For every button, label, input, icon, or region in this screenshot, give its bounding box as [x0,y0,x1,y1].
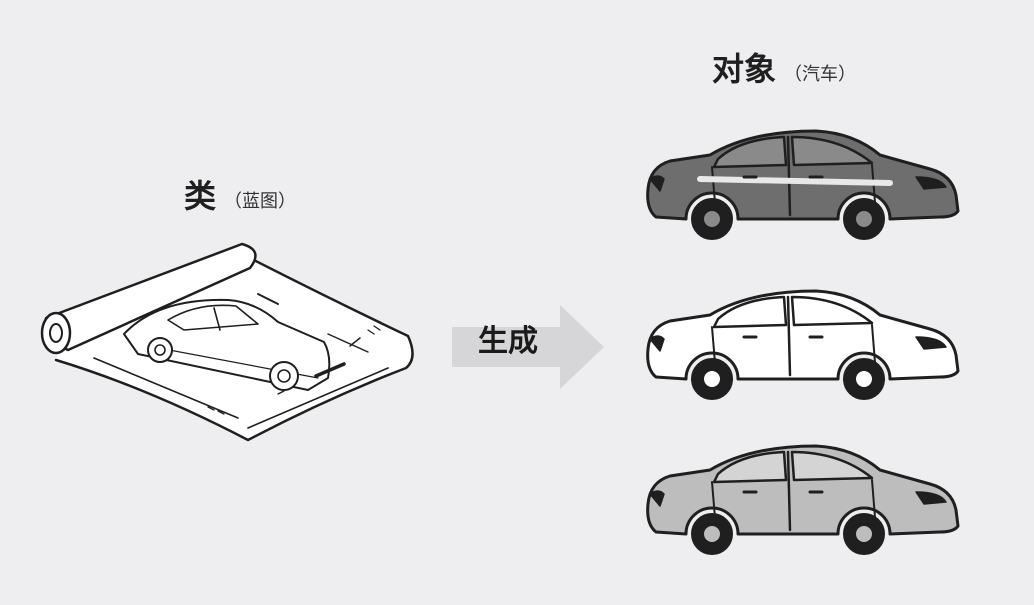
class-label: 类 （蓝图） [184,180,296,212]
class-title: 类 [184,177,216,215]
blueprint-illustration [28,238,428,448]
car-object [640,285,962,401]
object-label: 对象 （汽车） [712,53,856,85]
object-title: 对象 [712,50,776,88]
generate-label: 生成 [478,327,538,357]
class-note: （蓝图） [224,191,296,212]
car-object [640,125,962,241]
object-note: （汽车） [784,64,856,85]
car-object [640,440,962,556]
